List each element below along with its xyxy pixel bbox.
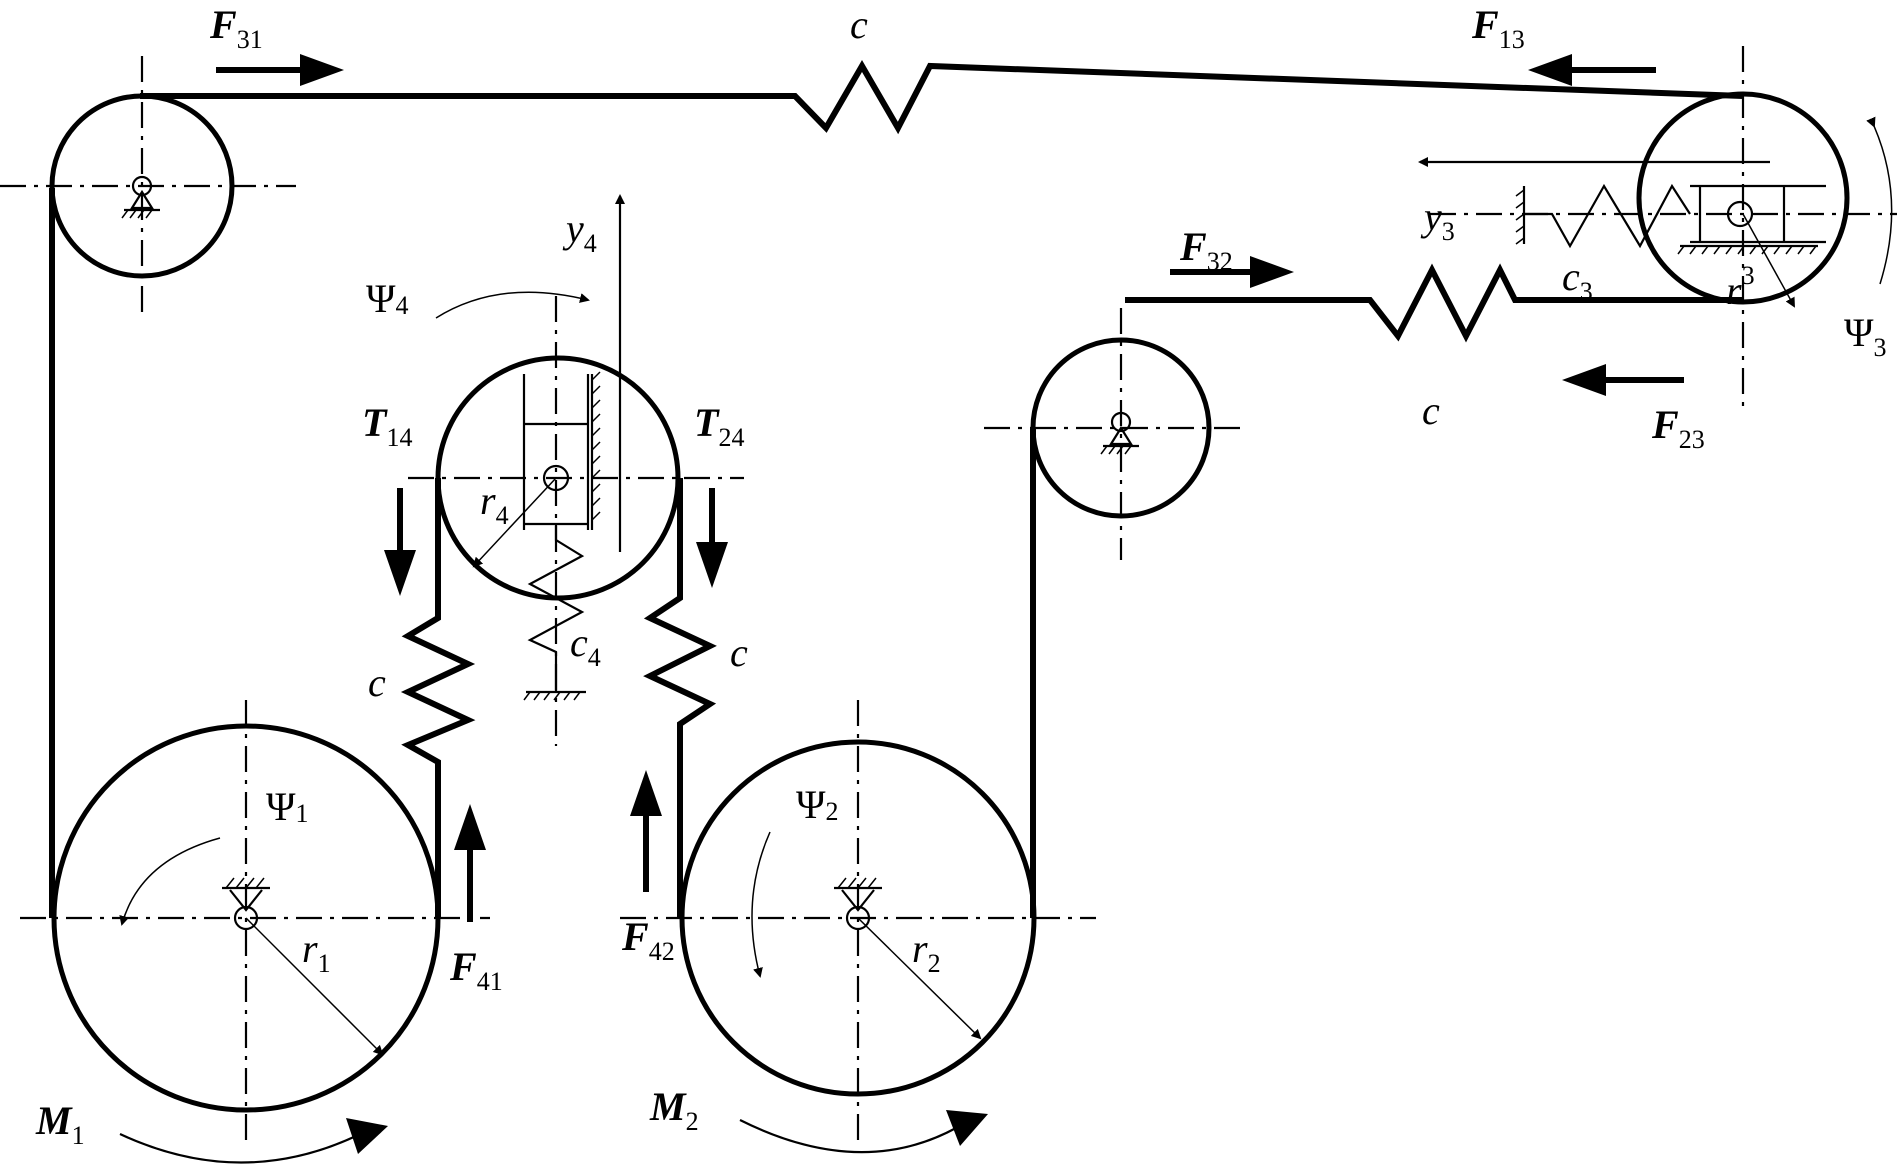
labels: F31 F13 c F32 c F23 y3 c3 r3 Ψ3 y4 Ψ4 T1… bbox=[35, 2, 1887, 1150]
right-belt bbox=[1125, 263, 1743, 343]
belt bbox=[49, 60, 1744, 918]
pulley-3-slider bbox=[1418, 157, 1826, 308]
label-T24: T24 bbox=[694, 400, 744, 452]
label-c3: c3 bbox=[1562, 254, 1593, 306]
label-r3: r3 bbox=[1726, 261, 1755, 313]
t24-belt-spring bbox=[643, 478, 717, 918]
label-r4: r4 bbox=[480, 478, 509, 530]
label-c-mid: c bbox=[730, 630, 748, 675]
label-psi3: Ψ3 bbox=[1844, 310, 1887, 362]
label-M2: M2 bbox=[649, 1084, 699, 1136]
label-c-top: c bbox=[850, 2, 868, 47]
label-F32: F32 bbox=[1179, 224, 1233, 276]
label-F13: F13 bbox=[1471, 2, 1525, 54]
label-y4: y4 bbox=[562, 206, 597, 258]
label-F31: F31 bbox=[209, 2, 263, 54]
supports bbox=[121, 175, 1139, 931]
label-r1: r1 bbox=[302, 926, 331, 978]
force-arrows bbox=[216, 54, 1684, 922]
label-y3: y3 bbox=[1420, 194, 1455, 246]
label-r2: r2 bbox=[912, 926, 941, 978]
t14-belt-spring bbox=[400, 478, 476, 918]
label-F23: F23 bbox=[1651, 402, 1705, 454]
label-c4: c4 bbox=[570, 620, 601, 672]
label-psi2: Ψ2 bbox=[796, 782, 839, 827]
label-psi4: Ψ4 bbox=[366, 276, 409, 321]
label-c-right: c bbox=[1422, 388, 1440, 433]
center-lines bbox=[0, 46, 1897, 1140]
label-c-left: c bbox=[368, 660, 386, 705]
label-T14: T14 bbox=[362, 400, 412, 452]
rotation-arrows bbox=[119, 116, 1893, 1164]
label-psi1: Ψ1 bbox=[266, 784, 309, 829]
label-F42: F42 bbox=[621, 914, 675, 966]
label-F41: F41 bbox=[449, 944, 503, 996]
top-belt bbox=[140, 60, 1744, 135]
pulley-4-slider bbox=[472, 194, 625, 701]
label-M1: M1 bbox=[35, 1098, 85, 1150]
